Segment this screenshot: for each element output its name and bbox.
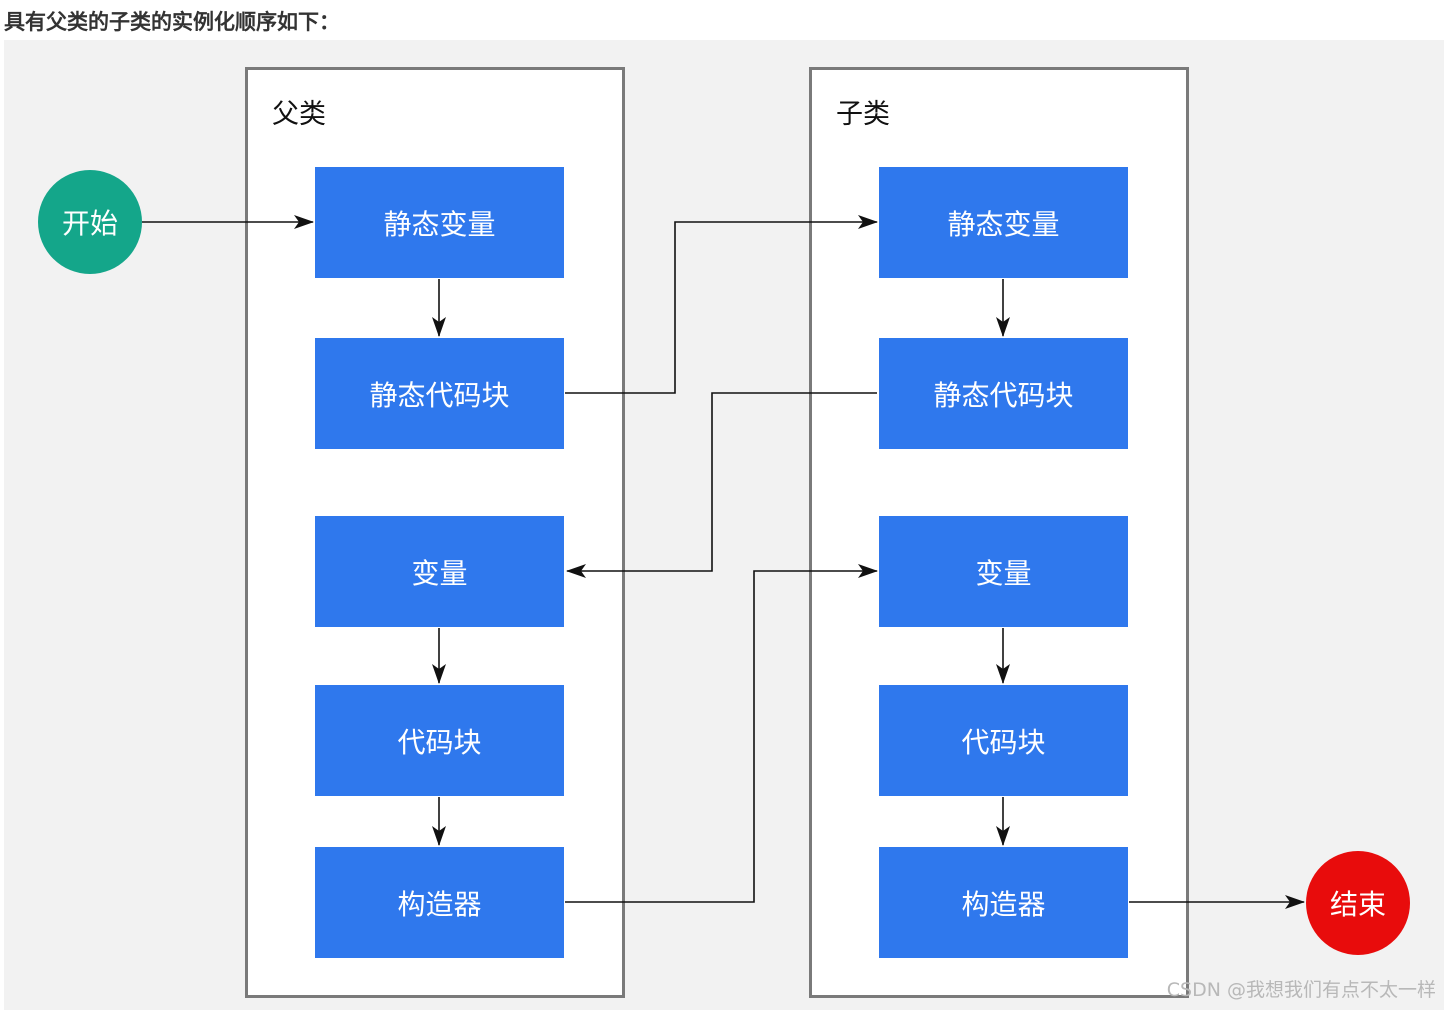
parent-step-static-variable: 静态变量 <box>315 167 564 278</box>
diagram-canvas <box>4 40 1444 1010</box>
start-node: 开始 <box>38 170 142 274</box>
parent-step-static-block: 静态代码块 <box>315 338 564 449</box>
parent-step-constructor: 构造器 <box>315 847 564 958</box>
parent-step-variable: 变量 <box>315 516 564 627</box>
child-step-variable: 变量 <box>879 516 1128 627</box>
page-heading: 具有父类的子类的实例化顺序如下： <box>4 10 340 34</box>
parent-step-code-block: 代码块 <box>315 685 564 796</box>
end-node: 结束 <box>1306 851 1410 955</box>
child-step-constructor: 构造器 <box>879 847 1128 958</box>
watermark: CSDN @我想我们有点不太一样 <box>1166 979 1436 1001</box>
parent-class-label: 父类 <box>272 99 326 130</box>
child-step-static-block: 静态代码块 <box>879 338 1128 449</box>
child-class-label: 子类 <box>836 99 890 130</box>
child-step-code-block: 代码块 <box>879 685 1128 796</box>
arrow-child-static-block-to-parent-variable <box>566 392 877 578</box>
arrow-parent-constructor-to-child-variable <box>565 564 878 903</box>
child-step-static-variable: 静态变量 <box>879 167 1128 278</box>
arrow-parent-static-block-to-child-static-variable <box>565 215 878 394</box>
